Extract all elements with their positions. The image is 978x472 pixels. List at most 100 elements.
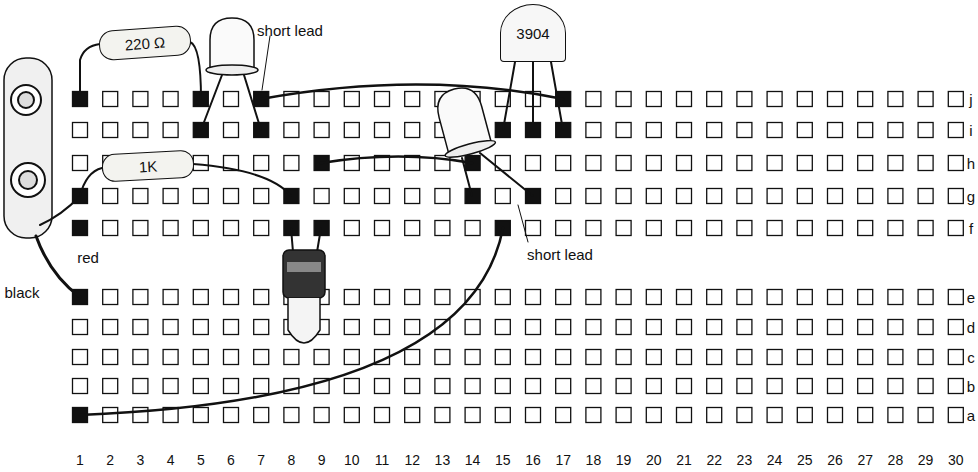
breadboard-hole [767, 320, 782, 335]
breadboard-hole [526, 408, 541, 423]
breadboard-hole [103, 221, 118, 236]
breadboard-hole [344, 350, 359, 365]
breadboard-hole [465, 221, 480, 236]
breadboard-hole [133, 379, 148, 394]
breadboard-hole [858, 350, 873, 365]
breadboard-hole [828, 156, 843, 171]
resistor-body: 1K [101, 150, 194, 183]
breadboard-hole [314, 350, 329, 365]
breadboard-hole [405, 221, 420, 236]
breadboard-hole [677, 320, 692, 335]
breadboard-hole [375, 290, 390, 305]
breadboard-hole [163, 320, 178, 335]
breadboard-hole [556, 408, 571, 423]
breadboard-hole [133, 92, 148, 107]
breadboard-hole [314, 189, 329, 204]
breadboard-hole [284, 123, 299, 138]
breadboard-hole [526, 320, 541, 335]
breadboard-hole [707, 92, 722, 107]
row-letter: c [967, 350, 975, 365]
breadboard-hole [707, 350, 722, 365]
breadboard-hole [405, 320, 420, 335]
breadboard-hole [556, 156, 571, 171]
breadboard-hole [465, 320, 480, 335]
breadboard-hole [193, 156, 208, 171]
breadboard-hole [495, 350, 510, 365]
breadboard-hole [677, 156, 692, 171]
breadboard-hole [828, 320, 843, 335]
breadboard-hole [556, 350, 571, 365]
breadboard-hole [435, 189, 450, 204]
breadboard-hole [526, 379, 541, 394]
breadboard-hole [435, 408, 450, 423]
component-bulb [288, 298, 320, 343]
breadboard-hole [918, 379, 933, 394]
breadboard-hole [948, 408, 963, 423]
breadboard-hole [163, 189, 178, 204]
breadboard-hole [435, 350, 450, 365]
column-number: 10 [344, 453, 360, 467]
breadboard-hole [918, 189, 933, 204]
column-number: 20 [646, 453, 662, 467]
breadboard-hole [495, 290, 510, 305]
breadboard-hole [828, 123, 843, 138]
breadboard-hole [103, 189, 118, 204]
breadboard-hole [405, 350, 420, 365]
breadboard-hole [73, 320, 88, 335]
breadboard-hole [224, 320, 239, 335]
breadboard-hole [677, 123, 692, 138]
breadboard-hole [495, 320, 510, 335]
breadboard-hole [586, 290, 601, 305]
breadboard-hole [73, 379, 88, 394]
breadboard-hole [163, 290, 178, 305]
breadboard-hole [344, 123, 359, 138]
breadboard-hole [858, 156, 873, 171]
breadboard-hole [646, 156, 661, 171]
breadboard-hole [193, 290, 208, 305]
breadboard-hole [616, 290, 631, 305]
breadboard-hole [586, 123, 601, 138]
row-letter: b [967, 379, 975, 394]
breadboard-hole [948, 156, 963, 171]
breadboard-hole [163, 350, 178, 365]
breadboard-hole [797, 408, 812, 423]
breadboard-hole [73, 156, 88, 171]
breadboard-hole [73, 123, 88, 138]
breadboard-hole [375, 189, 390, 204]
breadboard-hole [646, 350, 661, 365]
breadboard-hole [586, 320, 601, 335]
component-lead [291, 228, 321, 252]
breadboard-hole [797, 221, 812, 236]
row-letter: e [967, 290, 975, 305]
breadboard-hole [405, 189, 420, 204]
breadboard-hole [828, 350, 843, 365]
row-letter: a [967, 408, 975, 423]
breadboard-hole [495, 408, 510, 423]
breadboard-hole [707, 320, 722, 335]
breadboard-hole [375, 221, 390, 236]
column-number: 15 [495, 453, 511, 467]
column-number: 11 [375, 453, 390, 467]
breadboard-hole [948, 123, 963, 138]
column-number: 28 [888, 453, 904, 467]
breadboard-hole [405, 123, 420, 138]
breadboard-hole [797, 156, 812, 171]
breadboard-hole [616, 189, 631, 204]
column-number: 27 [857, 453, 873, 467]
led-lead [244, 75, 261, 130]
jumper-wire [261, 85, 563, 100]
breadboard-hole [224, 408, 239, 423]
breadboard-hole [616, 379, 631, 394]
breadboard-hole [888, 221, 903, 236]
breadboard-hole [254, 221, 269, 236]
column-number: 25 [797, 453, 813, 467]
row-letter: j [969, 92, 972, 107]
breadboard-hole [163, 123, 178, 138]
column-number: 29 [918, 453, 934, 467]
column-number: 8 [287, 453, 295, 467]
breadboard-hole [858, 221, 873, 236]
breadboard-hole [918, 320, 933, 335]
breadboard-hole [556, 189, 571, 204]
breadboard-hole [797, 379, 812, 394]
breadboard-hole [767, 290, 782, 305]
